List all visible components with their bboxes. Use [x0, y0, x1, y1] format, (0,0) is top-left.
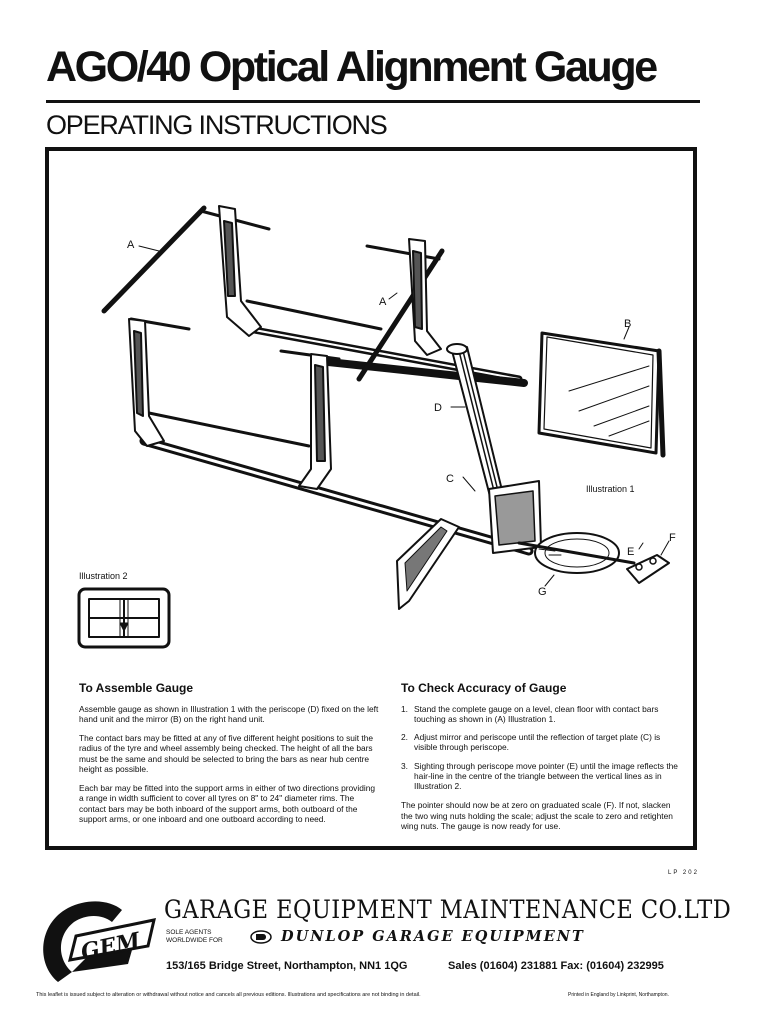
- label-c: C: [446, 473, 454, 485]
- company-phones: Sales (01604) 231881 Fax: (01604) 232995: [448, 960, 664, 972]
- label-g: G: [538, 586, 547, 598]
- assemble-paragraph-3: Each bar may be fitted into the support …: [79, 783, 376, 824]
- label-e: E: [627, 546, 634, 558]
- printer-credit: Printed in England by Linkprint, Northam…: [568, 992, 669, 998]
- list-item: 1.Stand the complete gauge on a level, c…: [401, 703, 659, 724]
- accuracy-heading: To Check Accuracy of Gauge: [401, 681, 567, 695]
- label-b: B: [624, 318, 631, 330]
- label-a2: A: [379, 296, 387, 308]
- assemble-paragraph-1: Assemble gauge as shown in Illustration …: [79, 703, 379, 724]
- company-name: GARAGE EQUIPMENT MAINTENANCE CO.LTD: [164, 895, 732, 924]
- document-title: AGO/40 Optical Alignment Gauge: [46, 43, 658, 91]
- caption-illustration-1: Illustration 1: [586, 484, 635, 494]
- accuracy-closing: The pointer should now be at zero on gra…: [401, 800, 673, 831]
- assemble-paragraph-2: The contact bars may be fitted at any of…: [79, 733, 374, 774]
- dunlop-brand: DUNLOP GARAGE EQUIPMENT: [281, 928, 585, 945]
- assemble-heading: To Assemble Gauge: [79, 681, 194, 695]
- instructions-panel: A A B C D E F G Illustration 1 Illustrat…: [45, 147, 697, 850]
- caption-illustration-2: Illustration 2: [79, 571, 128, 581]
- label-d: D: [434, 402, 442, 414]
- gauge-illustration: A A B C D E F G Illustration 1 Illustrat…: [77, 205, 676, 649]
- label-a1: A: [127, 239, 135, 251]
- assemble-section: To Assemble Gauge Assemble gauge as show…: [79, 681, 379, 833]
- dunlop-logo-icon: [250, 930, 272, 944]
- sole-agents-label: SOLE AGENTS WORLDWIDE FOR: [166, 929, 223, 945]
- title-rule: [46, 100, 700, 103]
- leaflet-reference: LP 202: [668, 870, 699, 876]
- label-f: F: [669, 532, 676, 544]
- disclaimer: This leaflet is issued subject to altera…: [36, 992, 421, 998]
- document-subtitle: OPERATING INSTRUCTIONS: [46, 110, 388, 140]
- company-address: 153/165 Bridge Street, Northampton, NN1 …: [166, 960, 408, 972]
- accuracy-steps: 1.Stand the complete gauge on a level, c…: [401, 704, 681, 792]
- list-item: 3.Sighting through periscope move pointe…: [401, 760, 678, 792]
- accuracy-section: To Check Accuracy of Gauge 1.Stand the c…: [401, 681, 681, 840]
- list-item: 2.Adjust mirror and periscope until the …: [401, 732, 661, 753]
- gem-logo: GEM: [43, 901, 156, 982]
